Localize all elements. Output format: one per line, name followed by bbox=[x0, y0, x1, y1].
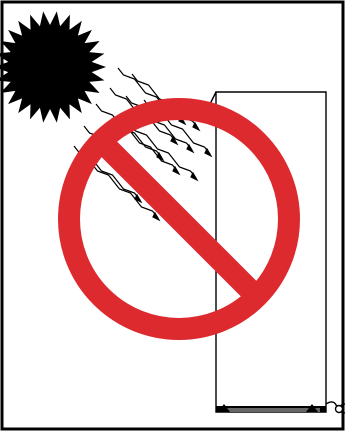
heat-ray-arrowhead bbox=[205, 149, 211, 156]
heat-ray-arrowhead bbox=[191, 173, 197, 180]
heat-ray-arrowhead bbox=[187, 145, 193, 152]
heat-ray-arrowhead bbox=[135, 195, 141, 202]
heat-ray-arrowhead bbox=[173, 167, 179, 174]
sun-icon bbox=[0, 11, 106, 122]
heat-ray-arrowhead bbox=[193, 123, 199, 130]
heat-ray-arrowhead bbox=[153, 213, 159, 220]
